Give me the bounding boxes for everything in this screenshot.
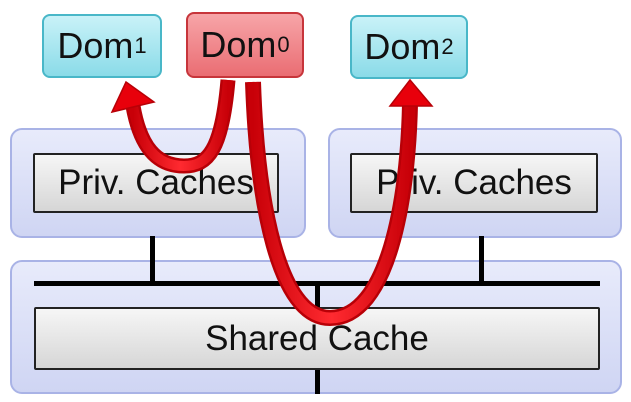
private-cache-left-label: Priv. Caches: [58, 163, 254, 202]
bus-connector-shared: [315, 283, 320, 308]
arrow-dom0-to-dom1: [110, 79, 236, 174]
bus-connector-bottom: [315, 369, 320, 394]
bus-connector-left: [150, 236, 155, 283]
dom1-subscript: 1: [134, 33, 147, 58]
dom0-label: Dom: [200, 24, 277, 65]
dom0-subscript: 0: [277, 32, 290, 57]
arrow-dom0-to-dom2: [245, 78, 434, 327]
dom2-label: Dom: [364, 26, 441, 67]
bus-connector-right: [479, 236, 484, 283]
dom2-subscript: 2: [441, 34, 454, 59]
private-cache-left: Priv. Caches: [33, 153, 279, 213]
shared-cache-label: Shared Cache: [205, 318, 429, 358]
dom1-label: Dom: [57, 25, 134, 66]
